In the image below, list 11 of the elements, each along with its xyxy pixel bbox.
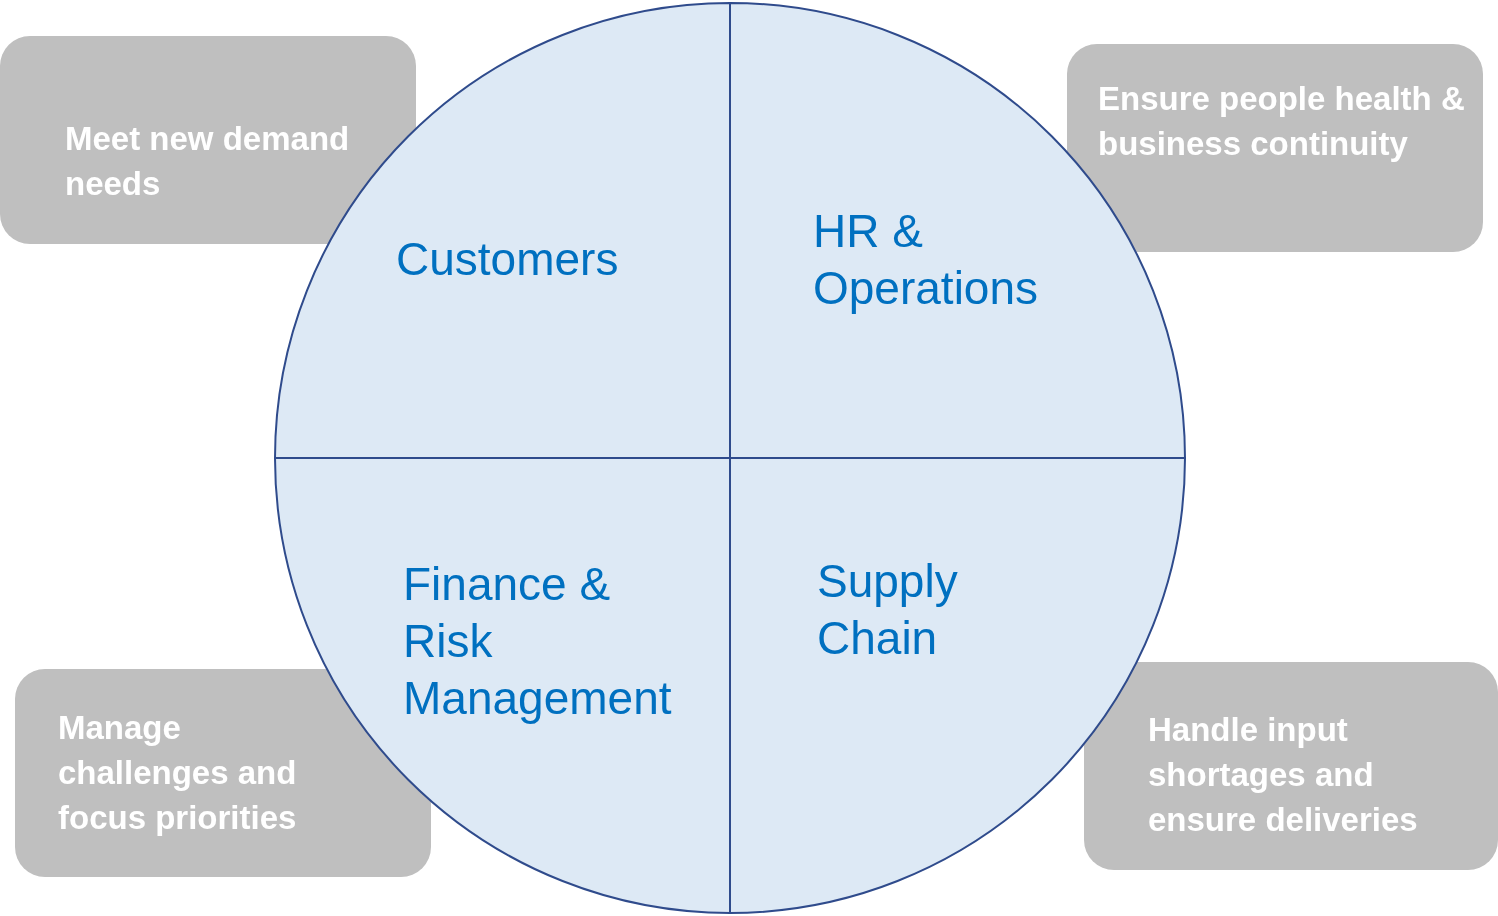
goal-card xyxy=(0,36,416,244)
goal-text: Meet new demand needs xyxy=(65,119,351,204)
goal-text: Handle input shortages and ensure deliveries xyxy=(1148,710,1419,840)
quadrant-label: Customers xyxy=(396,232,620,287)
quadrant-label: HR & Operations xyxy=(813,204,1039,316)
quadrant-label: Supply Chain xyxy=(817,554,959,666)
goal-card xyxy=(1067,44,1483,252)
goal-card xyxy=(1084,662,1498,870)
goal-text: Manage challenges and focus priorities xyxy=(58,708,298,838)
quadrant-label: Finance & Risk Management xyxy=(403,557,673,726)
goal-text: Ensure people health & business continuity xyxy=(1098,79,1466,164)
